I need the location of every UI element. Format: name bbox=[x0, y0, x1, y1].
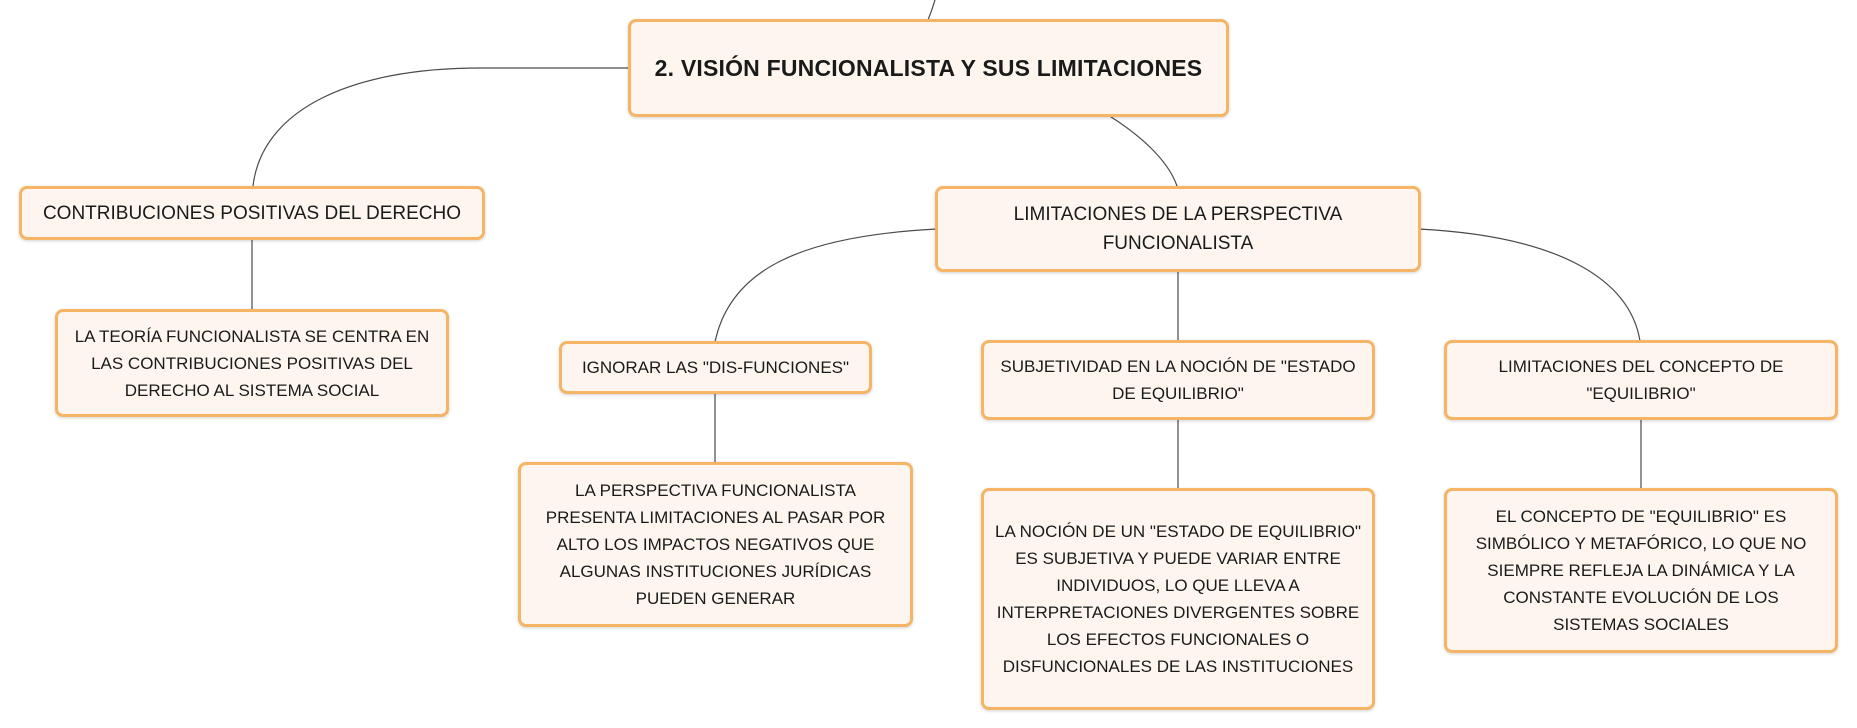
topic-limitations[interactable]: LIMITACIONES DE LA PERSPECTIVA FUNCIONAL… bbox=[935, 186, 1421, 272]
topic-contributions-label: CONTRIBUCIONES POSITIVAS DEL DERECHO bbox=[42, 202, 462, 224]
subtopic-subjectivity[interactable]: SUBJETIVIDAD EN LA NOCIÓN DE "ESTADO DE … bbox=[981, 340, 1375, 420]
detail-subjectivity[interactable]: LA NOCIÓN DE UN "ESTADO DE EQUILIBRIO" E… bbox=[981, 488, 1375, 710]
connector-root-to-limitations bbox=[1107, 114, 1178, 187]
detail-contributions-label: LA TEORÍA FUNCIONALISTA SE CENTRA EN LAS… bbox=[74, 326, 430, 400]
detail-equilibrium[interactable]: EL CONCEPTO DE "EQUILIBRIO" ES SIMBÓLICO… bbox=[1444, 488, 1838, 653]
subtopic-dysfunctions-label: IGNORAR LAS "DIS-FUNCIONES" bbox=[581, 358, 850, 377]
detail-equilibrium-label: EL CONCEPTO DE "EQUILIBRIO" ES SIMBÓLICO… bbox=[1475, 507, 1807, 634]
topic-contributions[interactable]: CONTRIBUCIONES POSITIVAS DEL DERECHO bbox=[19, 186, 485, 240]
subtopic-equilibrium-label: LIMITACIONES DEL CONCEPTO DE "EQUILIBRIO… bbox=[1498, 357, 1784, 403]
detail-dysfunctions[interactable]: LA PERSPECTIVA FUNCIONALISTA PRESENTA LI… bbox=[518, 462, 913, 627]
detail-contributions[interactable]: LA TEORÍA FUNCIONALISTA SE CENTRA EN LAS… bbox=[55, 309, 449, 417]
topic-limitations-label: LIMITACIONES DE LA PERSPECTIVA FUNCIONAL… bbox=[1013, 204, 1343, 254]
detail-dysfunctions-label: LA PERSPECTIVA FUNCIONALISTA PRESENTA LI… bbox=[545, 481, 886, 608]
connector-limitations-to-equilibrium bbox=[1417, 228, 1641, 342]
connector-root-to-contributions bbox=[252, 67, 628, 187]
connector-limitations-to-dysfunctions bbox=[714, 228, 938, 343]
subtopic-equilibrium[interactable]: LIMITACIONES DEL CONCEPTO DE "EQUILIBRIO… bbox=[1444, 340, 1838, 420]
detail-subjectivity-label: LA NOCIÓN DE UN "ESTADO DE EQUILIBRIO" E… bbox=[995, 522, 1361, 676]
root-topic-label: 2. VISIÓN FUNCIONALISTA Y SUS LIMITACION… bbox=[654, 54, 1203, 81]
root-topic[interactable]: 2. VISIÓN FUNCIONALISTA Y SUS LIMITACION… bbox=[628, 19, 1229, 117]
subtopic-subjectivity-label: SUBJETIVIDAD EN LA NOCIÓN DE "ESTADO DE … bbox=[1000, 357, 1356, 403]
connector-parent-stub bbox=[927, 0, 936, 21]
subtopic-dysfunctions[interactable]: IGNORAR LAS "DIS-FUNCIONES" bbox=[559, 341, 872, 394]
